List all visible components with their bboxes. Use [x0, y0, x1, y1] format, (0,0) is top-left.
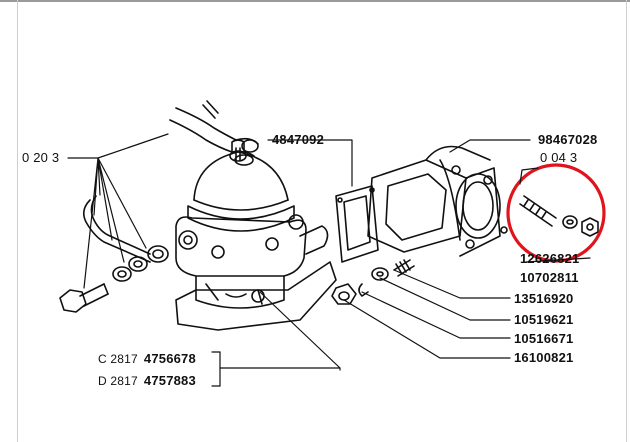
label-group-0203: 0 20 3	[22, 150, 60, 165]
variant-c-number: 4756678	[143, 351, 196, 366]
fuel-pump-body	[175, 139, 337, 331]
variant-d-row: D 2817 4757883	[98, 373, 196, 389]
right-border	[626, 0, 627, 442]
variant-d-prefix: D 2817	[98, 374, 138, 388]
fuel-pipe	[82, 100, 259, 263]
label-10516671: 10516671	[514, 331, 574, 346]
label-98467028: 98467028	[538, 132, 598, 147]
variant-c-row: C 2817 4756678	[98, 351, 196, 367]
label-12626821: 12626821	[520, 251, 580, 266]
variant-c-prefix: C 2817	[98, 352, 138, 366]
left-border	[17, 0, 18, 442]
left-bolt-and-washers	[59, 245, 169, 313]
right-stud-washer-nut	[519, 195, 599, 237]
gasket	[335, 185, 379, 263]
label-13516920: 13516920	[514, 291, 574, 306]
highlight-circle	[506, 163, 606, 263]
label-10702811: 10702811	[520, 270, 579, 285]
label-10519621: 10519621	[514, 312, 574, 327]
top-border	[0, 0, 630, 2]
leader-lines	[67, 133, 591, 387]
variant-d-number: 4757883	[143, 373, 196, 388]
label-4847092: 4847092	[272, 132, 325, 147]
spacer-block	[367, 145, 508, 257]
label-group-0043: 0 04 3	[540, 150, 578, 165]
label-16100821: 16100821	[514, 350, 574, 365]
